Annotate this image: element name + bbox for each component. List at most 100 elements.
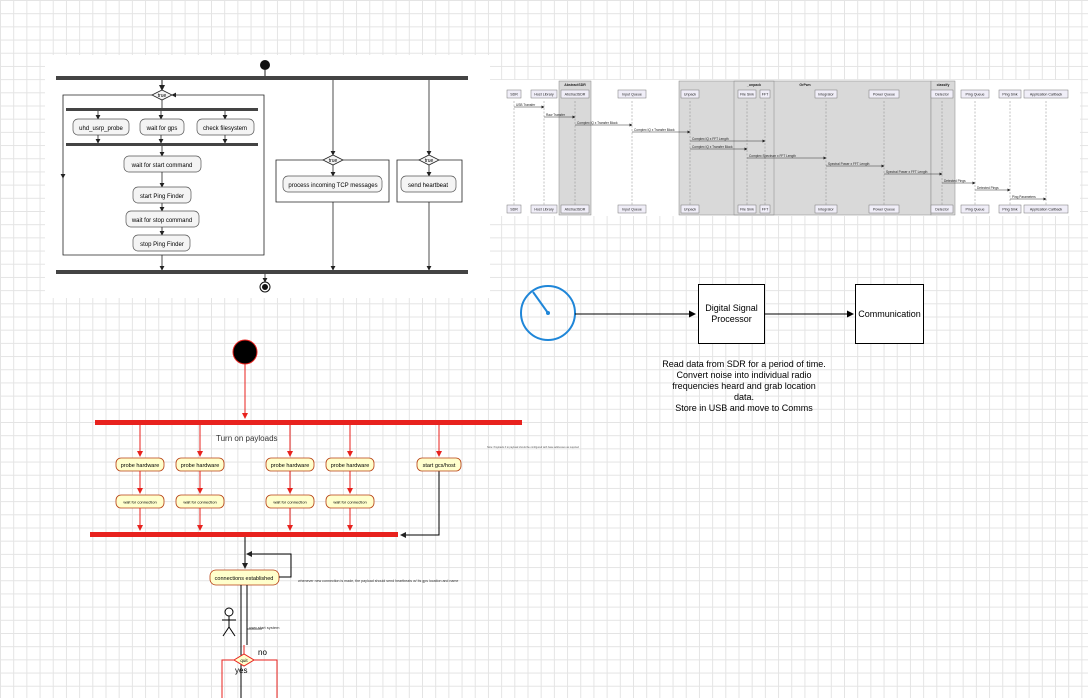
seq-participant-label: Application Callback [1030,208,1063,212]
desc-line-2: Convert noise into individual radio [676,370,812,380]
seq-participant-box [560,204,590,214]
seq-group-label: _unpack [746,83,761,87]
seq-participant-label: File Sink [740,93,754,97]
seq-participant-label: Application Callback [1030,93,1063,97]
seq-message-label: USB Transfer [516,103,536,107]
seq-participant-label: Input Queue [622,208,642,212]
wait-for-connection-label: wait for connection [273,500,306,505]
seq-message-label: Complex IQ x Transfer Block [634,128,675,132]
dsp-block: Digital Signal Processor [698,284,765,344]
seq-participant-label: Input Queue [622,93,642,97]
seq-participant-label: Unpack [684,208,696,212]
seq-participant-box [680,89,700,99]
seq-participant-box [737,89,757,99]
seq-participant-label: File Sink [740,208,754,212]
seq-participant-label: Integrator [818,208,834,212]
seq-participant-label: AbstractSDR [565,93,586,97]
send-heartbeat-label: send heartbeat [408,183,448,189]
block-diagram [520,285,854,341]
start-node [260,60,270,70]
action-stop-ping-finder [132,234,191,252]
start-gcs-label: start gcs/host [423,463,456,469]
action-wait-start [123,155,202,173]
wait-for-connection-label: wait for connection [123,500,156,505]
connection-note: whenever new connection is made, the pay… [298,579,458,583]
seq-participant-box [530,204,558,214]
no-label: no [258,648,267,657]
seq-message-label: Ping Parameters [1012,195,1036,199]
action-wait-stop [125,210,200,228]
seq-participant-label: Ping Sink [1002,208,1017,212]
communication-label: Communication [858,308,921,319]
seq-participant-box [530,89,558,99]
seq-message-label: Detected Pings [944,179,966,183]
seq-participant-box [617,204,647,214]
stop-ping-finder-label: stop Ping Finder [140,242,184,248]
join-bar-top [56,270,468,274]
process-tcp-label: process incoming TCP messages [288,183,377,189]
yes-label: yes [235,666,247,675]
start-gcs-node [416,457,462,472]
seq-participant-label: Host Library [534,93,554,97]
seq-message-label: Detected Pings [977,186,999,190]
seq-participant-box [759,89,771,99]
communication-block: Communication [855,284,924,344]
seq-participant-label: Power Queue [873,93,895,97]
start-ping-finder-label: start Ping Finder [140,194,184,200]
seq-participant-box [1023,204,1069,214]
actor-note: user start system [249,625,280,630]
probe-hardware-label: probe hardware [271,463,310,469]
action-check-filesystem [196,118,255,136]
sdr-dial-icon [520,285,576,341]
probe-hardware-label: probe hardware [181,463,220,469]
dsp-description: Read data from SDR for a period of time.… [652,359,836,414]
turn-on-payloads: Turn on payloads [216,434,278,443]
seq-participant-box [737,204,757,214]
seq-participant-box [560,89,590,99]
seq-participant-box [998,204,1022,214]
seq-participant-label: Unpack [684,93,696,97]
seq-participant-label: Power Queue [873,208,895,212]
seq-participant-box [960,204,990,214]
seq-group-label: GrPwn [799,83,810,87]
seq-participant-label: Ping Queue [966,93,985,97]
wait-start-label: wait for start command [131,163,193,169]
seq-participant-label: Detector [935,93,949,97]
desc-line-1: Read data from SDR for a period of time. [662,359,826,369]
seq-participant-label: AbstractSDR [565,208,586,212]
tiny-note: Note: Payloads 3 to payload should be co… [487,446,579,449]
seq-group-label: classify [937,83,950,87]
loop-true-1: true [158,93,167,99]
seq-participant-label: Integrator [818,93,834,97]
seq-participant-box [930,89,954,99]
seq-message-label: Raw Transfer [546,113,566,117]
seq-participant-label: Ping Queue [966,208,985,212]
seq-participant-label: FFT [762,208,769,212]
uhd-usrp-probe-label: uhd_usrp_probe [79,126,123,132]
check-filesystem-label: check filesystem [203,126,247,132]
seq-participant-box [1023,89,1069,99]
seq-participant-box [814,204,838,214]
seq-message-label: Spectral Power x FFT Length [828,162,870,166]
start-node-red [232,339,258,365]
seq-participant-box [998,89,1022,99]
seq-participant-box [868,89,900,99]
probe-hardware-label: probe hardware [121,463,160,469]
seq-participant-label: Detector [935,208,949,212]
desc-line-3: frequencies heard and grab location [672,381,816,391]
action-uhd-usrp-probe [72,118,130,136]
wait-for-connection-label: wait for connection [333,500,366,505]
action-wait-for-gps [139,118,185,136]
seq-participant-label: SDR [510,93,518,97]
seq-participant-box [506,204,522,214]
fork-bar-top [56,76,468,80]
seq-participant-box [930,204,954,214]
seq-participant-box [680,204,700,214]
dsp-label: Digital Signal Processor [705,303,758,324]
loop-true-2: true [329,158,338,164]
activity-diagram-bottom: Turn on payloads Note: Payloads 3 to pay… [90,339,579,698]
seq-participant-label: Host Library [534,208,554,212]
seq-message-label: Complex IQ x Transfer Block [577,121,618,125]
actor-icon [222,607,236,637]
